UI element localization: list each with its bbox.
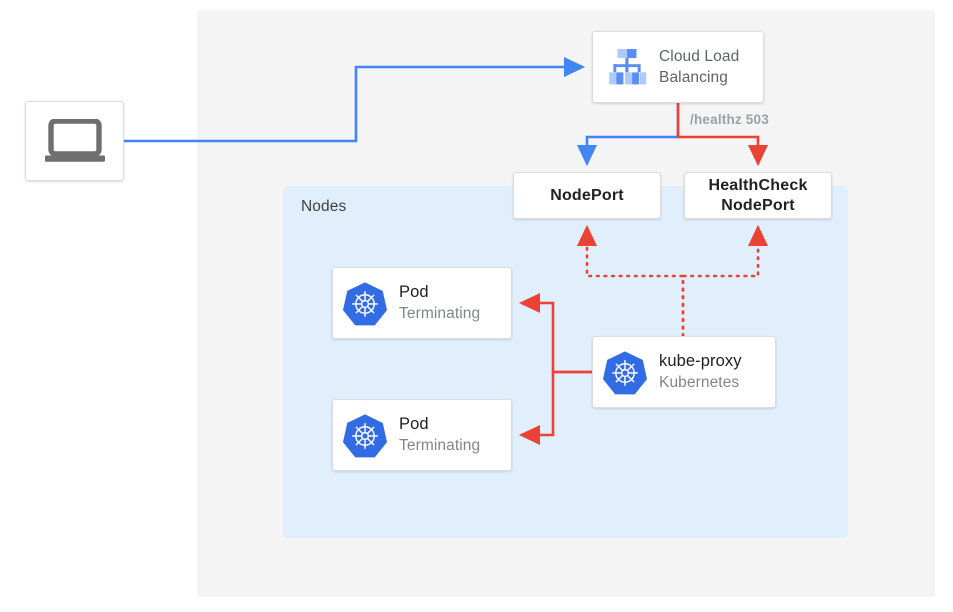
cloud-load-balancing-icon (609, 49, 647, 85)
pod-2-label-group: Pod Terminating (399, 414, 480, 456)
pod-1-label-group: Pod Terminating (399, 282, 480, 324)
cloud-load-balancing-title-line2: Balancing (659, 69, 728, 86)
edge-kubeproxy-to-healthcheck (681, 224, 769, 338)
edge-client-to-loadbalancer (124, 56, 586, 143)
healthcheck-nodeport-label-line2: NodePort (721, 196, 795, 214)
pod-2-title: Pod (399, 415, 429, 433)
kube-proxy-node[interactable]: kube-proxy Kubernetes (592, 336, 776, 408)
laptop-icon (44, 119, 105, 162)
kube-proxy-label-group: kube-proxy Kubernetes (659, 351, 742, 393)
pod-node-1[interactable]: Pod Terminating (332, 267, 512, 339)
cloud-load-balancing-node[interactable]: Cloud Load Balancing (592, 31, 764, 103)
edge-kubeproxy-to-nodeport (576, 224, 685, 338)
cloud-load-balancing-label-group: Cloud Load Balancing (659, 46, 739, 88)
pod-1-title: Pod (399, 283, 429, 301)
healthcheck-nodeport-node[interactable]: HealthCheck NodePort (684, 172, 832, 219)
kube-proxy-title: kube-proxy (659, 352, 742, 370)
pod-1-status: Terminating (399, 305, 481, 322)
pod-2-status: Terminating (399, 437, 481, 454)
healthz-503-label: /healthz 503 (690, 112, 769, 127)
kubernetes-icon (342, 282, 388, 326)
kubernetes-icon (602, 351, 648, 395)
edge-loadbalancer-to-healthcheck (676, 103, 769, 167)
edge-loadbalancer-to-nodeport (576, 103, 680, 167)
nodeport-label: NodePort (550, 186, 624, 204)
nodes-region-label: Nodes (301, 198, 347, 215)
edge-kubeproxy-to-pod-2 (518, 370, 592, 446)
kube-proxy-subtitle: Kubernetes (659, 374, 740, 391)
pod-node-2[interactable]: Pod Terminating (332, 399, 512, 471)
healthcheck-nodeport-label-line1: HealthCheck (708, 176, 808, 194)
cloud-load-balancing-title-line1: Cloud Load (659, 48, 740, 65)
nodeport-node[interactable]: NodePort (513, 172, 661, 219)
client-node[interactable] (25, 101, 124, 181)
kubernetes-icon (342, 414, 388, 458)
edge-kubeproxy-to-pod-1 (518, 292, 592, 374)
